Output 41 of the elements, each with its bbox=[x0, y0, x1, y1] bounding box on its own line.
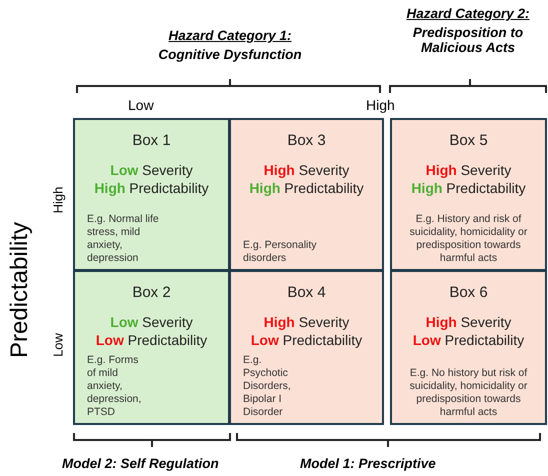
example-text: E.g. Forms of mild anxiety, depression, PTSD bbox=[86, 354, 142, 419]
rating-text: Low Severity bbox=[110, 313, 193, 331]
box-title: Box 3 bbox=[287, 132, 326, 149]
axis-label: High bbox=[50, 186, 66, 214]
heading-text: Cognitive Dysfunction bbox=[157, 47, 303, 62]
example-text: E.g. Normal life stress, mild anxiety, depression bbox=[86, 213, 160, 265]
rating-text: Low Predictability bbox=[96, 331, 208, 349]
axis-label: High bbox=[366, 97, 395, 113]
quadrant-box bbox=[229, 270, 384, 425]
example-text: E.g. History and risk of suicidality, homicidality or predisposition towards harmful acts bbox=[408, 213, 528, 265]
rating-text: High Severity bbox=[426, 161, 512, 179]
axis-label: Predictability bbox=[6, 222, 34, 358]
rating-text: Low Predictability bbox=[250, 331, 362, 349]
example-text: E.g. Psychotic Disorders, Bipolar I Disorder bbox=[242, 354, 292, 419]
box-title: Box 4 bbox=[287, 284, 326, 301]
quadrant-box bbox=[390, 270, 547, 425]
rating-text: High Severity bbox=[264, 161, 350, 179]
heading-text: Model 2: Self Regulation bbox=[62, 456, 219, 471]
axis-label: Low bbox=[128, 97, 154, 113]
rating-text: High Severity bbox=[426, 313, 512, 331]
box-title: Box 1 bbox=[132, 132, 171, 149]
rating-text: High Predictability bbox=[411, 179, 526, 197]
box-title: Box 6 bbox=[449, 284, 488, 301]
axis-label: Low bbox=[50, 333, 66, 357]
quadrant-box bbox=[390, 118, 547, 271]
heading-text: Hazard Category 2: bbox=[405, 6, 531, 21]
rating-text: High Predictability bbox=[249, 179, 364, 197]
heading-text: Predisposition to Malicious Acts bbox=[412, 25, 524, 55]
quadrant-box bbox=[73, 270, 230, 425]
rating-text: High Severity bbox=[264, 313, 350, 331]
heading-text: Hazard Category 1: bbox=[167, 28, 293, 43]
box-title: Box 2 bbox=[132, 284, 171, 301]
quadrant-box bbox=[73, 118, 230, 271]
rating-text: Low Severity bbox=[110, 161, 193, 179]
quadrant-box bbox=[229, 118, 384, 271]
box-title: Box 5 bbox=[449, 132, 488, 149]
rating-text: High Predictability bbox=[94, 179, 209, 197]
rating-text: Low Predictability bbox=[412, 331, 524, 349]
example-text: E.g. Personality disorders bbox=[242, 239, 318, 265]
example-text: E.g. No history but risk of suicidality, homicidality or predisposition towards harmful acts bbox=[408, 367, 528, 419]
heading-text: Model 1: Prescriptive bbox=[300, 456, 436, 471]
